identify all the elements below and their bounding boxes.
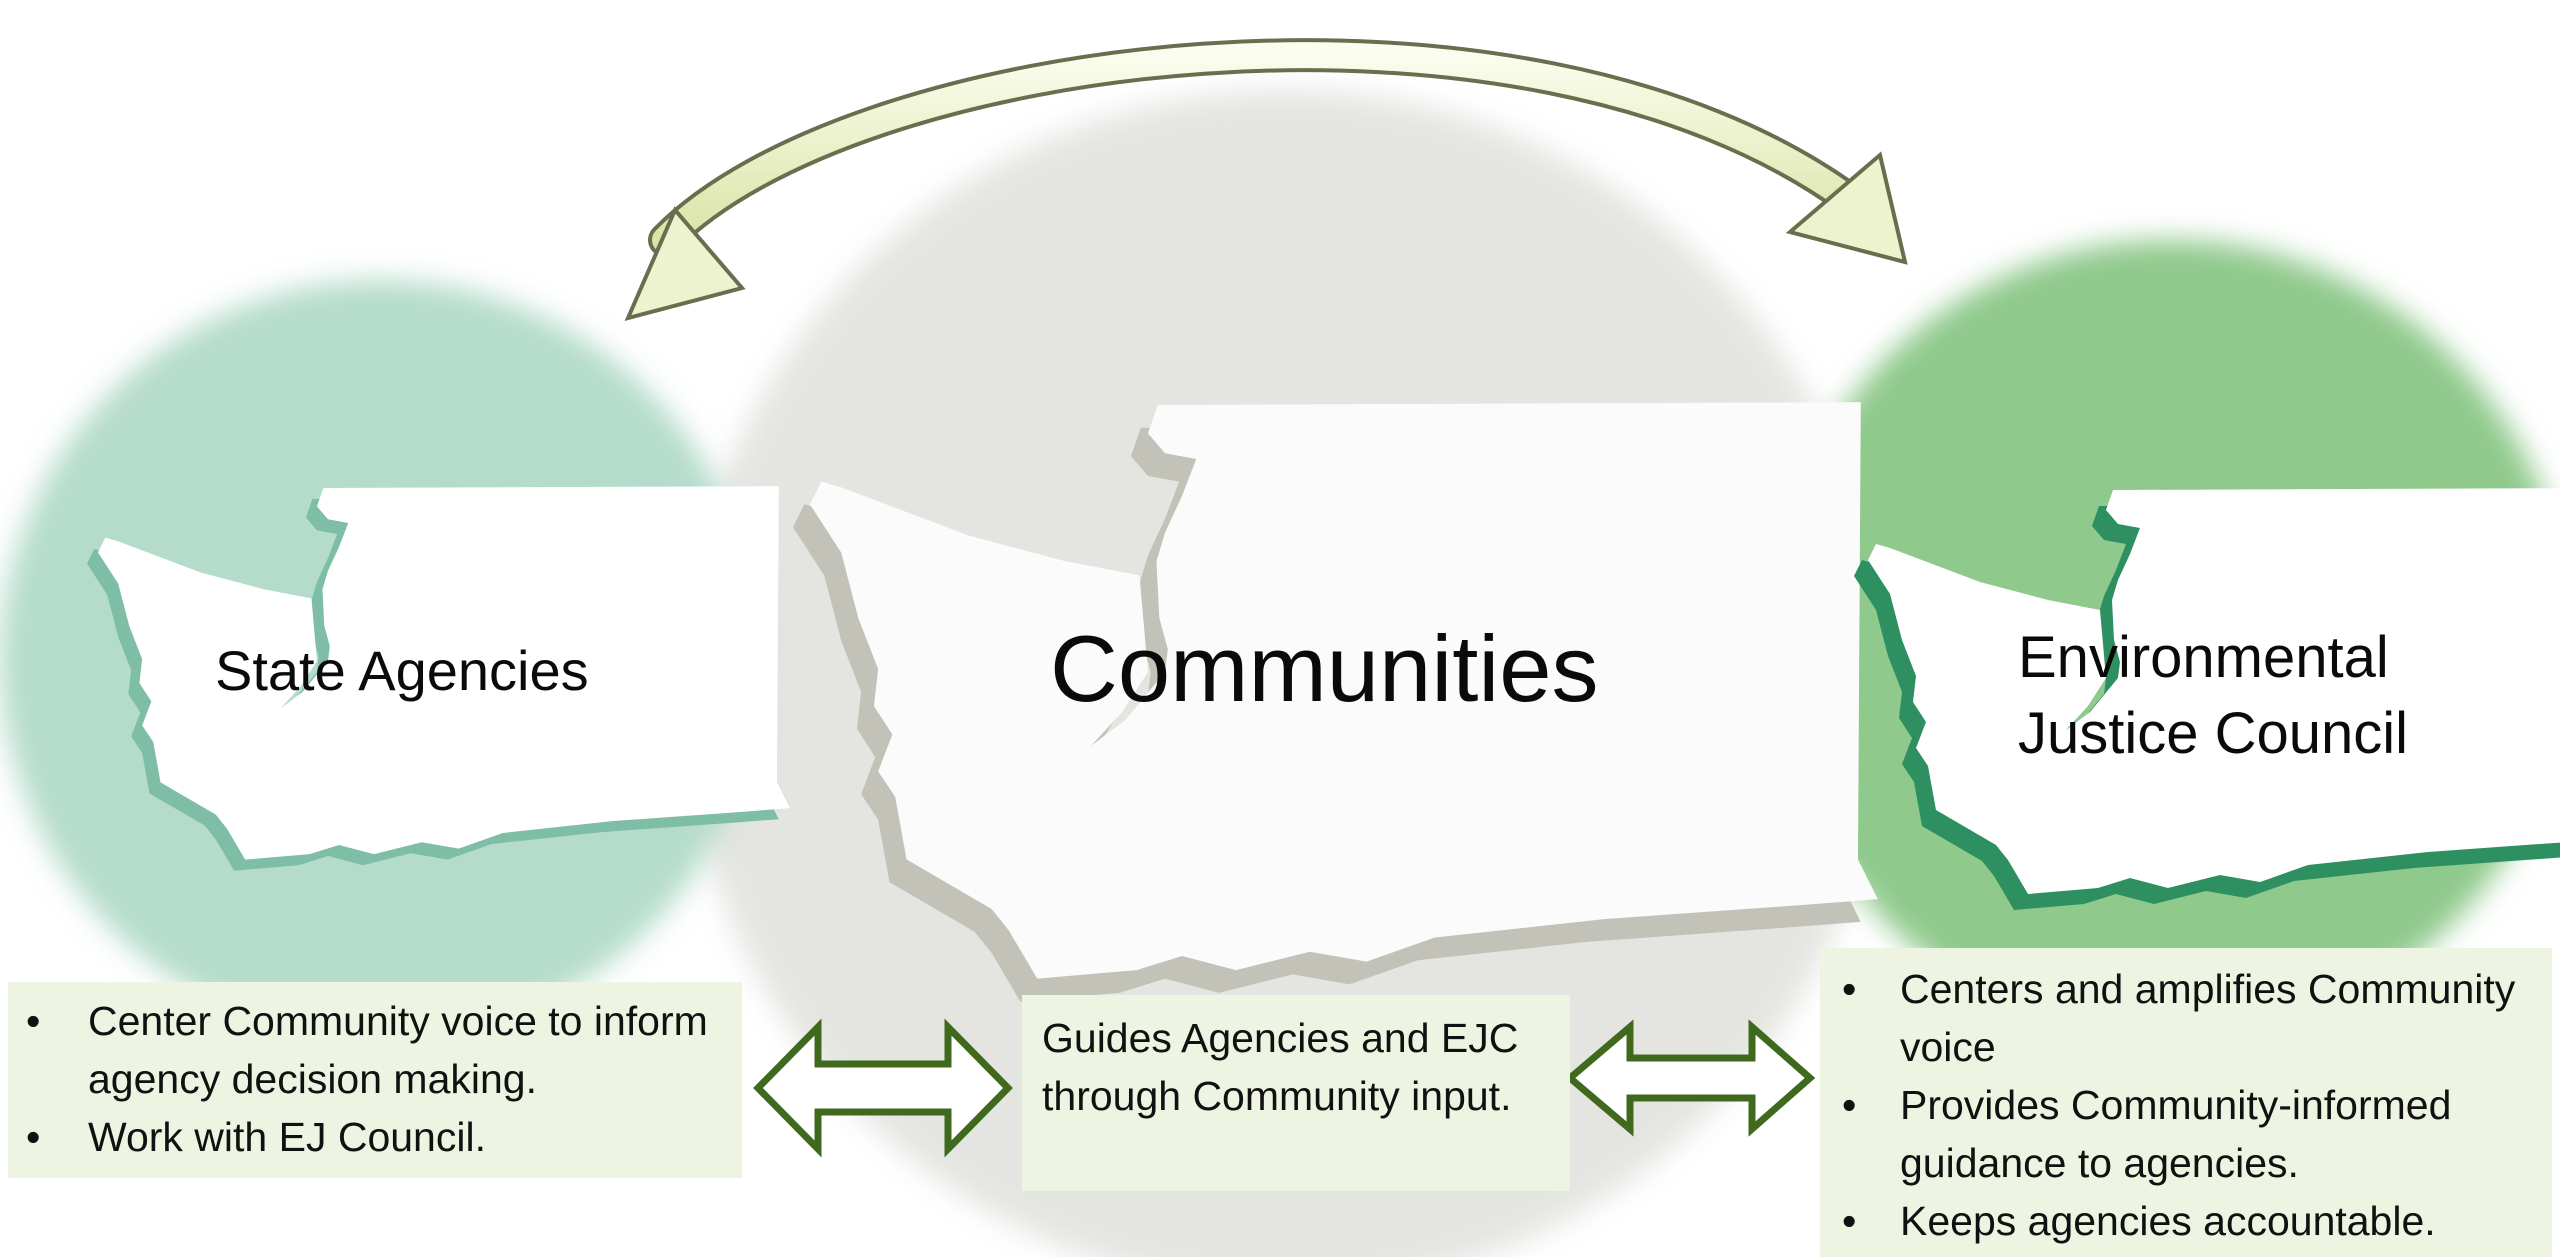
ejc-label-line2: Justice Council [2018, 701, 2409, 766]
bullet-item: Centers and amplifies Community voice [1820, 960, 2552, 1076]
communities-description-text: Guides Agencies and EJC through Communit… [1042, 1015, 1519, 1119]
curved-double-arrow-icon [624, 38, 1908, 321]
ejc-bullet-list: Centers and amplifies Community voice Pr… [1820, 960, 2552, 1250]
bullet-item: Provides Community-informed guidance to … [1820, 1076, 2552, 1192]
state-agencies-label: State Agencies [215, 639, 589, 702]
bullet-item: Keeps agencies accountable. [1820, 1192, 2552, 1250]
communities-description-box: Guides Agencies and EJC through Communit… [1022, 995, 1570, 1191]
bullet-item: Work with EJ Council. [8, 1108, 742, 1166]
state-agencies-bullet-list: Center Community voice to inform agency … [8, 992, 742, 1166]
left-double-arrow-icon [753, 1018, 1013, 1158]
state-agencies-description-box: Center Community voice to inform agency … [8, 982, 742, 1178]
ejc-description-box: Centers and amplifies Community voice Pr… [1820, 948, 2552, 1257]
ejc-label-line1: Environmental [2018, 625, 2389, 690]
communities-label: Communities [1050, 616, 1599, 721]
bullet-item: Center Community voice to inform agency … [8, 992, 742, 1108]
right-double-arrow-icon [1564, 1019, 1816, 1137]
ejc-label: Environmental Justice Council [2018, 620, 2408, 772]
